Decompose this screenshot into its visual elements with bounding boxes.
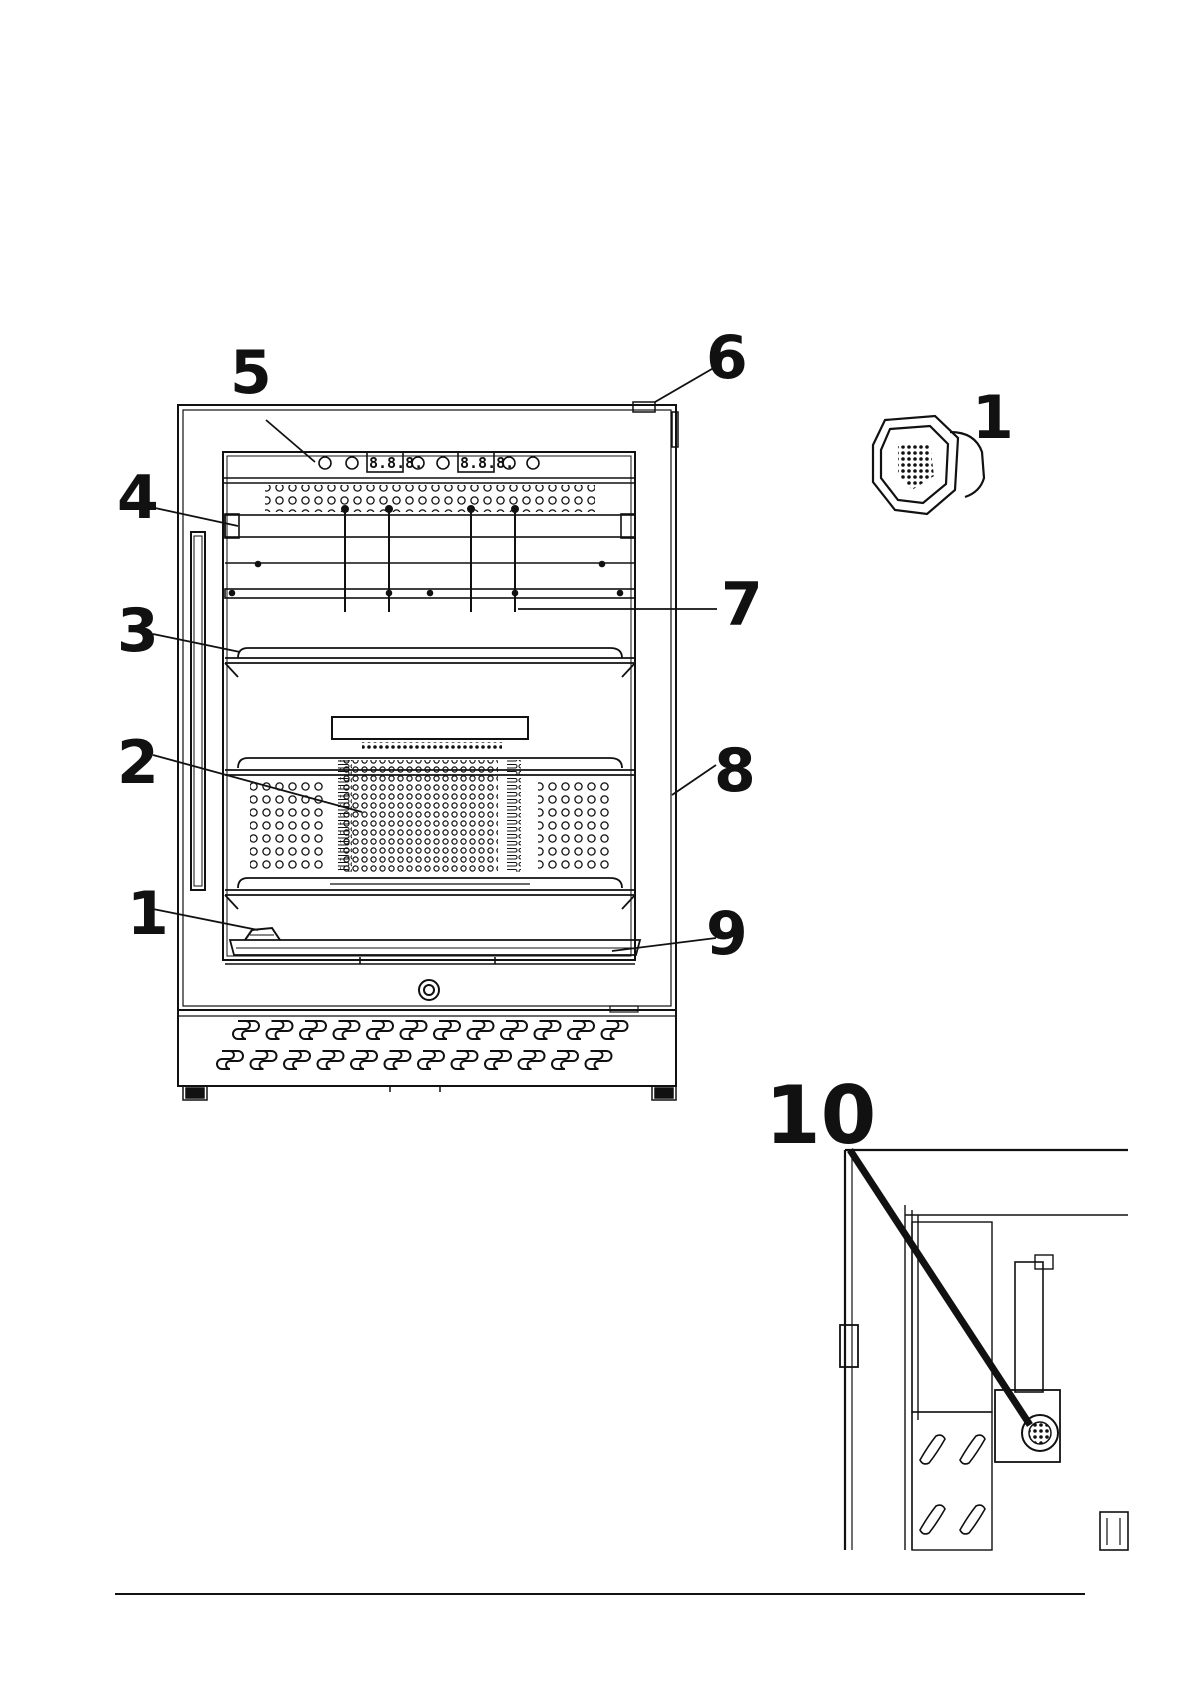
panel-button-6[interactable] bbox=[527, 457, 539, 469]
callout-9: 9 bbox=[706, 899, 748, 969]
humidity-filter-in-cabinet bbox=[245, 928, 280, 940]
callout-3: 3 bbox=[117, 596, 159, 666]
vent-slot bbox=[434, 1021, 460, 1039]
callout-5: 5 bbox=[230, 338, 272, 408]
hook-rail bbox=[225, 589, 635, 598]
callout-8: 8 bbox=[714, 736, 756, 806]
leader-8 bbox=[672, 765, 716, 795]
back-panel-left-holes bbox=[250, 782, 325, 872]
kickplate-vent bbox=[217, 1021, 628, 1069]
panel-button-1[interactable] bbox=[319, 457, 331, 469]
callout-1: 1 bbox=[127, 879, 169, 949]
fan-grill-top bbox=[362, 742, 502, 750]
door-handle[interactable] bbox=[191, 532, 205, 890]
vent-slot bbox=[519, 1051, 545, 1069]
panel-button-4[interactable] bbox=[437, 457, 449, 469]
vent-slot bbox=[418, 1051, 444, 1069]
vent-slot bbox=[501, 1021, 527, 1039]
vent-slot bbox=[334, 1021, 360, 1039]
side-slots-left bbox=[338, 760, 352, 872]
callout-6: 6 bbox=[706, 323, 748, 393]
vent-slot bbox=[233, 1021, 259, 1039]
vent-slot bbox=[385, 1051, 411, 1069]
kickplate bbox=[178, 1006, 676, 1086]
vent-slot bbox=[251, 1051, 277, 1069]
back-panel bbox=[250, 760, 613, 872]
hanging-rail bbox=[225, 514, 635, 567]
leader-1 bbox=[153, 909, 258, 930]
control-panel bbox=[223, 452, 635, 483]
vent-slot bbox=[300, 1021, 326, 1039]
wire-shelf-lower bbox=[225, 878, 635, 909]
callout-4: 4 bbox=[117, 463, 159, 533]
wire-shelf-top bbox=[225, 648, 635, 677]
vent-slot bbox=[267, 1021, 293, 1039]
door-handle-inner bbox=[194, 536, 202, 886]
lock-icon[interactable] bbox=[419, 980, 439, 1000]
vent-slot bbox=[485, 1051, 511, 1069]
back-panel-right-holes bbox=[538, 782, 613, 872]
fan-grill bbox=[340, 760, 498, 872]
vent-slot bbox=[318, 1051, 344, 1069]
vent-slot bbox=[452, 1051, 478, 1069]
panel-button-2[interactable] bbox=[346, 457, 358, 469]
callout-7: 7 bbox=[721, 570, 763, 640]
vent-slot bbox=[351, 1051, 377, 1069]
vent-slot bbox=[552, 1051, 578, 1069]
vent-slot bbox=[401, 1021, 427, 1039]
callout-2: 2 bbox=[117, 728, 159, 798]
callout-1-detail: 1 bbox=[972, 383, 1014, 453]
vent-slot bbox=[367, 1021, 393, 1039]
humidity-filter-icon bbox=[873, 416, 984, 514]
drip-tray bbox=[230, 940, 640, 955]
glass-window-inner bbox=[227, 456, 631, 956]
vent-slot bbox=[468, 1021, 494, 1039]
adjustable-feet bbox=[183, 1086, 676, 1100]
vent-slot bbox=[602, 1021, 628, 1039]
fan-housing-slot bbox=[332, 717, 528, 739]
leader-10 bbox=[850, 1150, 1030, 1425]
display-right: 8.8.8. bbox=[460, 454, 514, 472]
vent-slot bbox=[217, 1051, 243, 1069]
vent-slot bbox=[535, 1021, 561, 1039]
display-left: 8.8.8. bbox=[369, 454, 423, 472]
vent-slot bbox=[284, 1051, 310, 1069]
side-slots-right bbox=[507, 760, 521, 872]
vent-slot bbox=[586, 1051, 612, 1069]
vent-slot bbox=[568, 1021, 594, 1039]
corner-detail-vents bbox=[920, 1435, 985, 1534]
top-vent-perforation bbox=[265, 485, 595, 512]
callout-10: 10 bbox=[765, 1069, 876, 1162]
